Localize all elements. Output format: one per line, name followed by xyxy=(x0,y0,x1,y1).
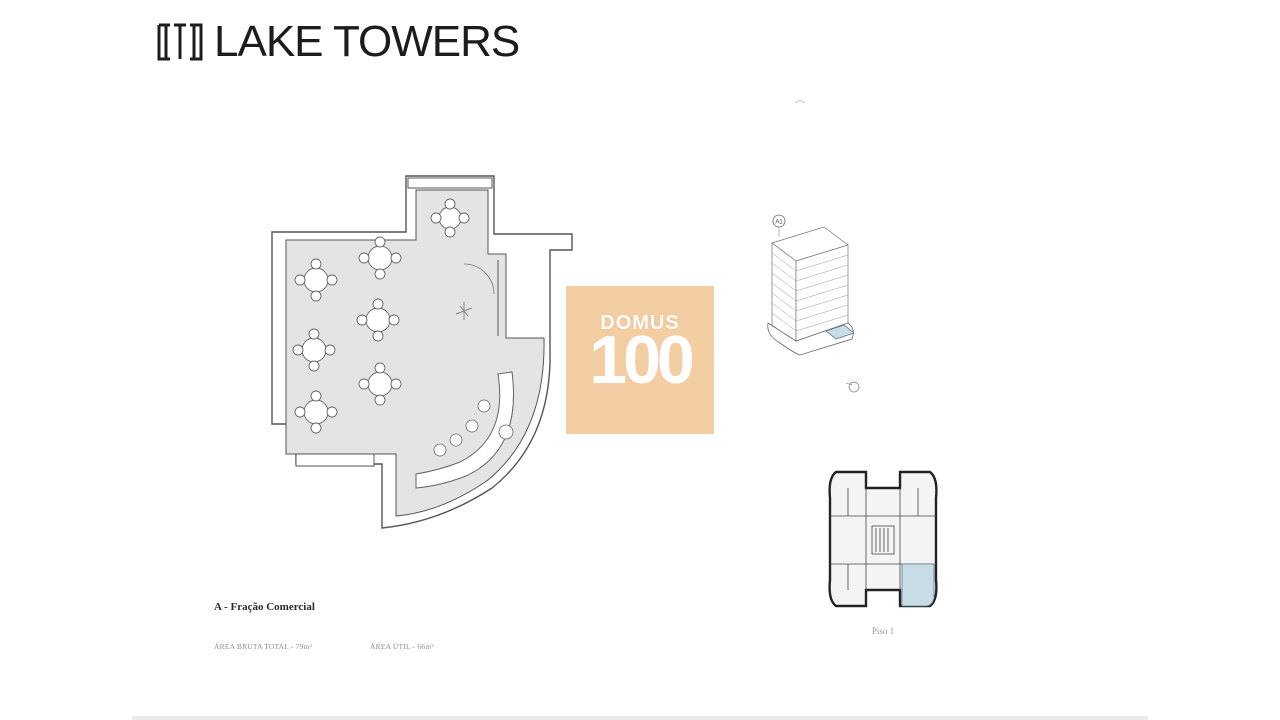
watermark-badge: 100 DOMUS xyxy=(566,286,714,434)
table-group xyxy=(292,198,470,434)
brand-header: LAKE TOWERS xyxy=(156,17,520,66)
useful-area-label: ÁREA ÚTIL - 66m² xyxy=(370,642,434,651)
unit-title: A - Fração Comercial xyxy=(214,601,315,613)
floor-area xyxy=(285,189,545,517)
floor-plan-drawing xyxy=(271,175,573,529)
gross-area-label: ÁREA BRUTA TOTAL - 79m² xyxy=(214,642,313,651)
watermark-number: 100 xyxy=(589,322,694,398)
bottom-divider xyxy=(132,716,1148,720)
tower-marker: A1 xyxy=(775,220,783,226)
lake-towers-logo-icon xyxy=(157,23,203,61)
key-plan-drawing xyxy=(828,470,938,608)
brand-name: LAKE TOWERS xyxy=(214,17,520,66)
key-plan-label: Piso 1 xyxy=(871,626,895,636)
north-marker-icon xyxy=(795,100,805,104)
tower-isometric-drawing: A1 xyxy=(767,214,860,393)
watermark-word: DOMUS xyxy=(600,312,680,334)
counter xyxy=(415,371,514,489)
